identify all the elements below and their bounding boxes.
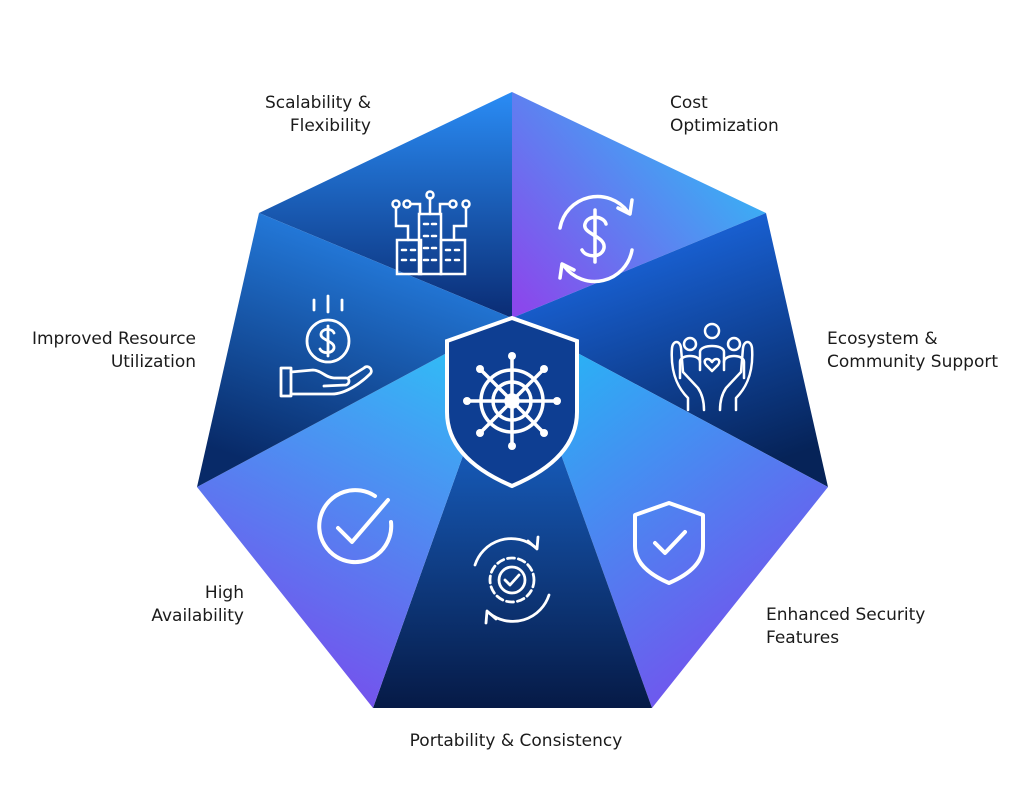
segment-availability (197, 318, 512, 708)
segment-scalability (259, 92, 512, 318)
community-hands-icon (670, 322, 754, 412)
hand-coin-icon (279, 294, 373, 398)
label-ecosystem: Ecosystem &Community Support (827, 329, 998, 372)
dollar-refresh-icon (558, 194, 634, 284)
segment-portability (373, 318, 652, 708)
label-scalability: Scalability &Flexibility (264, 93, 371, 136)
segment-ecosystem (512, 213, 828, 487)
label-portability: Portability & Consistency (409, 731, 623, 751)
segment-resource (197, 213, 512, 487)
check-circle-icon (317, 488, 394, 565)
shield-check-icon (633, 501, 705, 585)
segment-cost (512, 92, 766, 318)
gear-check-cycle-icon (473, 535, 551, 625)
segment-security (512, 318, 828, 708)
ship-wheel-shield-icon (445, 315, 579, 489)
smart-building-icon (391, 190, 471, 276)
